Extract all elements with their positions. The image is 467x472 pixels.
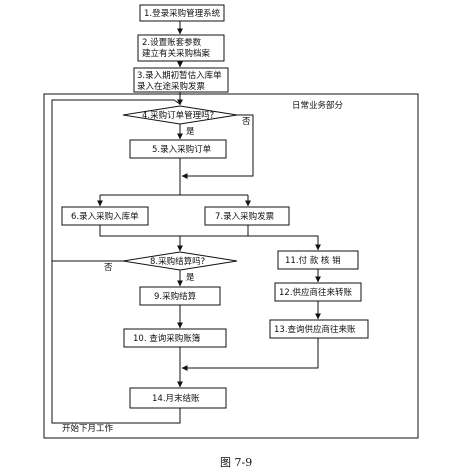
step-2-label-line1: 2.设置账套参数	[142, 37, 202, 48]
step-13-supplier-query-box	[269, 319, 369, 339]
step-12-label: 12.供应商往来转账	[279, 287, 353, 298]
step-10-ledger-box	[123, 328, 227, 348]
step-7-invoice-box	[204, 206, 290, 226]
step-2-label-line2: 建立有关采购档案	[142, 48, 211, 59]
step-4-label: 4.采购订单管理吗?	[142, 110, 214, 121]
daily-business-region-label: 日常业务部分	[292, 100, 344, 111]
step-1-label: 1.登录采购管理系统	[144, 8, 221, 19]
step-13-label: 13.查询供应商往来账	[274, 324, 356, 335]
step-6-label: 6.录入采购入库单	[71, 211, 139, 222]
step-1-login-box	[139, 4, 225, 22]
step-4-no-label: 否	[242, 117, 251, 127]
step-8-yes-label: 是	[186, 273, 195, 283]
step-8-no-label: 否	[104, 263, 113, 273]
step-3-label-line1: 3.录入期初暂估入库单	[137, 70, 222, 81]
step-11-label: 11.付 款 核 销	[285, 255, 341, 266]
step-10-label: 10. 查询采购账簿	[133, 333, 201, 344]
step-14-month-end-box	[129, 387, 227, 409]
step-2-setup-box	[137, 34, 225, 62]
step-3-opening-box	[133, 67, 229, 93]
step-6-receipt-box	[61, 206, 149, 226]
connector-lines	[51, 21, 321, 424]
step-9-label: 9.采购结算	[154, 291, 197, 302]
step-3-label-line2: 录入在途采购发票	[137, 81, 206, 92]
figure-caption: 图 7-9	[220, 456, 252, 469]
step-5-label: 5.录入采购订单	[152, 144, 212, 155]
step-8-label: 8.采购结算吗?	[150, 256, 205, 267]
step-14-label: 14.月末结账	[152, 393, 200, 404]
next-month-label: 开始下月工作	[62, 423, 114, 434]
step-4-yes-label: 是	[186, 127, 195, 137]
step-7-label: 7.录入采购发票	[215, 211, 275, 222]
daily-business-region	[43, 93, 419, 439]
step-5-order-box	[129, 139, 227, 159]
